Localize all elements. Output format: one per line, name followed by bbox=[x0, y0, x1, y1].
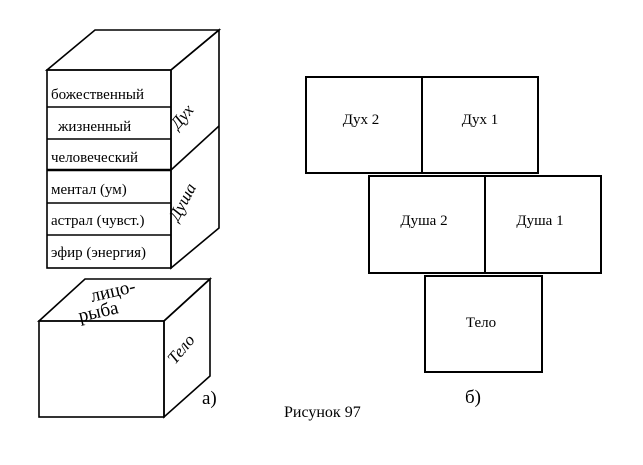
spirit-soul-stack bbox=[44, 28, 222, 270]
cell-dusha-2-label: Душа 2 bbox=[400, 213, 447, 229]
cell-dusha-1 bbox=[484, 175, 602, 274]
cube-right-face bbox=[163, 277, 211, 419]
row-mental: ментал (ум) bbox=[51, 182, 127, 198]
row-bozhestvenny: божественный bbox=[51, 87, 144, 103]
row-astral: астрал (чувст.) bbox=[51, 213, 144, 229]
body-cube bbox=[36, 277, 213, 419]
cube-side-label: Тело bbox=[164, 331, 199, 368]
row-chelovechesky: человеческий bbox=[51, 150, 138, 166]
cell-dukh-2-label: Дух 2 bbox=[343, 112, 379, 128]
row-zhiznenny: жизненный bbox=[57, 119, 131, 135]
part-b-label: б) bbox=[465, 387, 481, 408]
cube-front-face bbox=[38, 320, 165, 418]
cell-telo-label: Тело bbox=[466, 315, 496, 331]
cell-dusha-1-label: Душа 1 bbox=[516, 213, 563, 229]
side-divider bbox=[170, 125, 220, 171]
cell-dukh-1-label: Дух 1 bbox=[462, 112, 498, 128]
part-a-label: а) bbox=[202, 388, 217, 409]
cell-dukh-1 bbox=[421, 76, 539, 174]
stack-right-face bbox=[170, 28, 220, 270]
figure-caption: Рисунок 97 bbox=[284, 404, 361, 421]
dukh-rows: божественный жизненный человеческий bbox=[51, 87, 144, 166]
stack-top-face bbox=[44, 29, 222, 71]
dukh-side-label: Дух bbox=[165, 100, 198, 134]
grid-labels: Дух 2 Дух 1 Душа 2 Душа 1 Тело bbox=[343, 112, 564, 331]
row-efir: эфир (энергия) bbox=[51, 245, 146, 261]
cube-top-label-line2: рыба bbox=[76, 297, 121, 327]
cell-telo bbox=[424, 275, 543, 373]
cell-grid bbox=[305, 76, 602, 373]
dusha-rows: ментал (ум) астрал (чувст.) эфир (энерги… bbox=[51, 182, 146, 261]
